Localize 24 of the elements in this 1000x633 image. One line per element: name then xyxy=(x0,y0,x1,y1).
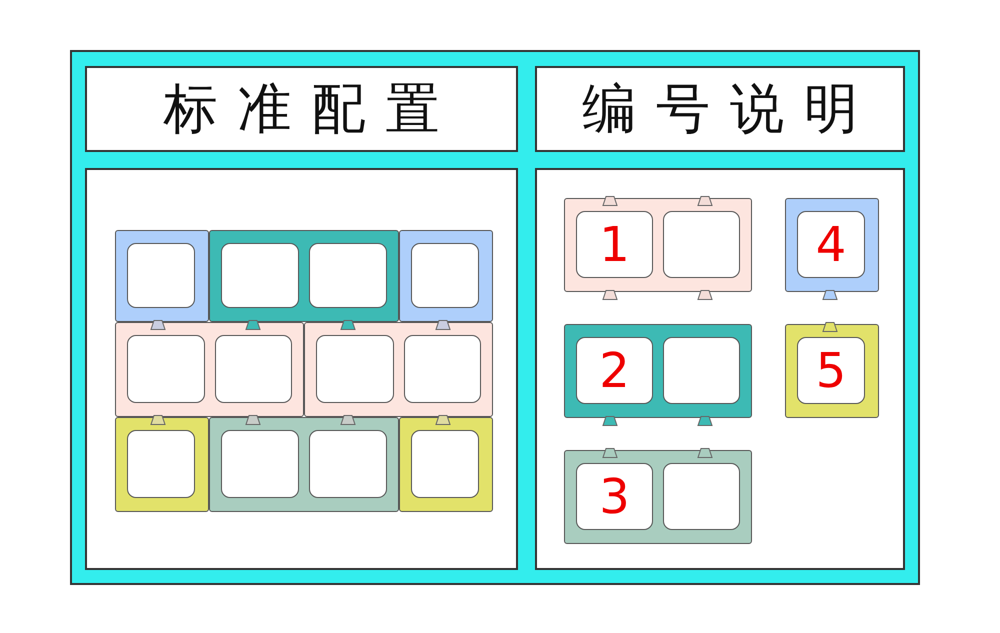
number-label: 4 xyxy=(814,217,848,273)
frame-module xyxy=(304,322,493,417)
frame-module xyxy=(115,417,209,512)
header-title: 标准配置 xyxy=(162,78,460,140)
header-box xyxy=(535,66,905,152)
frame-module xyxy=(115,230,209,322)
frame-module xyxy=(564,324,752,418)
frame-module xyxy=(785,324,879,418)
display-panel xyxy=(535,168,905,570)
frame-module xyxy=(209,230,399,322)
frame-module xyxy=(564,450,752,544)
frame-module xyxy=(399,230,493,322)
header-title: 编号说明 xyxy=(581,78,879,140)
frame-module xyxy=(785,198,879,292)
frame-module xyxy=(115,322,304,417)
header-box xyxy=(85,66,518,152)
number-label: 5 xyxy=(814,343,848,399)
frame-module xyxy=(564,198,752,292)
number-label: 1 xyxy=(598,217,631,273)
frame-module xyxy=(399,417,493,512)
number-label: 3 xyxy=(598,469,631,525)
number-label: 2 xyxy=(598,343,631,399)
display-panel xyxy=(85,168,518,570)
frame-module xyxy=(209,417,399,512)
